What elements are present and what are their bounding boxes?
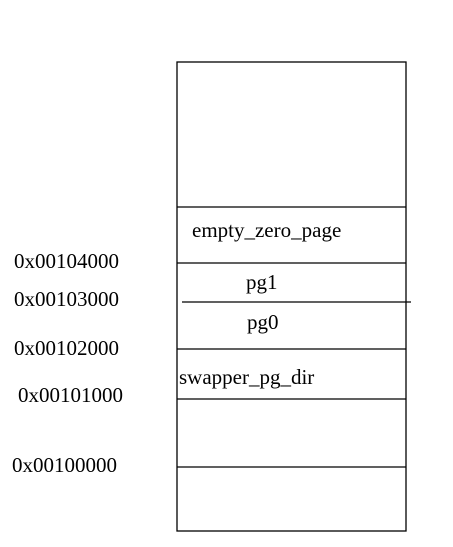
segment-label-pg1: pg1 [246, 270, 278, 294]
segment-label-empty-zero-page: empty_zero_page [192, 218, 341, 242]
address-label-0x00103000: 0x00103000 [14, 287, 119, 311]
address-label-0x00104000: 0x00104000 [14, 249, 119, 273]
segment-label-pg0: pg0 [247, 310, 279, 334]
address-label-0x00102000: 0x00102000 [14, 336, 119, 360]
address-label-0x00101000: 0x00101000 [18, 383, 123, 407]
address-label-0x00100000: 0x00100000 [12, 453, 117, 477]
segment-label-swapper-pg-dir: swapper_pg_dir [179, 365, 314, 389]
memory-box [176, 61, 407, 532]
